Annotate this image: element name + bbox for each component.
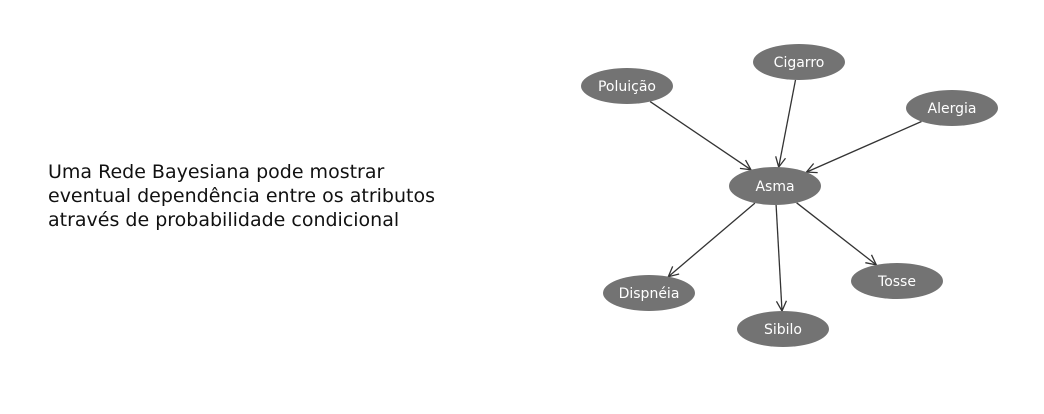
node-poluicao: Poluição: [581, 68, 673, 104]
caption-line-1: Uma Rede Bayesiana pode mostrar: [48, 161, 385, 183]
node-cigarro: Cigarro: [753, 44, 845, 80]
node-asma-shape: [729, 167, 821, 205]
edge-asma-to-sibilo: [775, 204, 782, 311]
node-tosse: Tosse: [851, 263, 943, 299]
caption-text: Uma Rede Bayesiana pode mostrar eventual…: [48, 160, 478, 232]
node-dispneia-label: Dispnéia: [619, 286, 680, 302]
node-sibilo: Sibilo: [737, 311, 829, 347]
node-cigarro-shape: [753, 44, 845, 80]
node-poluicao-shape: [581, 68, 673, 104]
node-sibilo-shape: [737, 311, 829, 347]
edge-asma-to-tosse: [796, 202, 877, 265]
caption-line-3: através de probabilidade condicional: [48, 209, 400, 231]
edge-poluicao-to-asma: [649, 101, 751, 170]
caption-line-2: eventual dependência entre os atributos: [48, 185, 435, 207]
edges-layer: [649, 79, 922, 311]
edge-asma-to-dispneia: [668, 202, 756, 277]
node-cigarro-label: Cigarro: [774, 55, 825, 71]
node-sibilo-label: Sibilo: [764, 322, 802, 338]
node-alergia-shape: [906, 90, 998, 126]
node-alergia: Alergia: [906, 90, 998, 126]
node-dispneia-shape: [603, 275, 695, 311]
edge-cigarro-to-asma: [779, 79, 797, 167]
node-poluicao-label: Poluição: [598, 79, 656, 95]
nodes-layer: Poluição CigarroAlergiaAsmaDispnéiaSibilo…: [581, 44, 998, 347]
node-tosse-shape: [851, 263, 943, 299]
node-tosse-label: Tosse: [877, 274, 916, 290]
edge-alergia-to-asma: [807, 120, 922, 173]
node-asma: Asma: [729, 167, 821, 205]
node-asma-label: Asma: [755, 179, 794, 195]
node-dispneia: Dispnéia: [603, 275, 695, 311]
node-alergia-label: Alergia: [928, 101, 977, 117]
